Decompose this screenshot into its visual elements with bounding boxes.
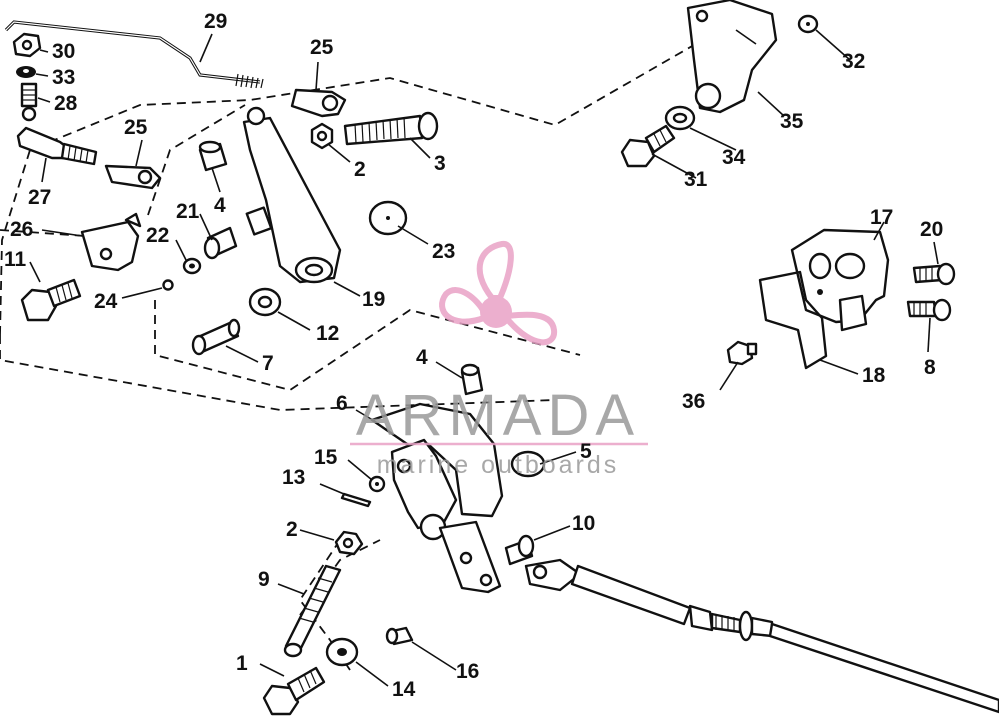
callout-18: 18: [862, 364, 886, 387]
washer-23: [368, 200, 408, 236]
guide-line-link: [147, 104, 246, 216]
ball-joint-link-upper: [290, 88, 347, 118]
callout-19: 19: [362, 288, 385, 311]
callout-30: 30: [52, 40, 75, 63]
callout-29: 29: [204, 10, 227, 33]
throttle-arm-19: [242, 106, 342, 284]
washer-34: [664, 105, 696, 131]
pin-10: [504, 534, 535, 566]
callout-3: 3: [434, 152, 446, 175]
callout-9: 9: [258, 568, 270, 591]
callout-4-lower: 4: [416, 346, 428, 369]
washer-33: [16, 66, 36, 78]
bolt-31: [620, 124, 676, 168]
callout-2-lower: 2: [286, 518, 298, 541]
callout-1: 1: [236, 652, 248, 675]
bolt-1: [262, 666, 326, 716]
washer-12: [248, 287, 282, 317]
propeller-logo-icon: [439, 241, 558, 346]
callout-32: 32: [842, 50, 865, 73]
bracket-35: [686, 0, 778, 114]
callout-25-upper: 25: [310, 36, 334, 59]
housing-17: [790, 228, 890, 332]
bracket-26: [80, 212, 142, 272]
bolt-11: [20, 278, 82, 322]
screw-20: [912, 262, 956, 286]
callout-11: 11: [4, 248, 27, 271]
callout-2-upper: 2: [354, 158, 366, 181]
callout-leader-lines: [29, 29, 939, 687]
mounting-plate-18: [758, 270, 828, 370]
callout-numbers: 29 25 30 33 28 25 27 26 11 4 21 22 24 2 …: [4, 10, 943, 701]
callout-15: 15: [314, 446, 338, 469]
watermark-logo: ARMADA marine outboards: [350, 241, 648, 479]
callout-16: 16: [456, 660, 479, 683]
shift-cable: [524, 558, 999, 714]
pin-7: [191, 318, 241, 356]
watermark-brand: ARMADA: [356, 383, 640, 448]
shift-link-arm: [438, 520, 502, 594]
guide-line-outer: [0, 335, 556, 411]
ball-joint-link-lower: [104, 164, 162, 190]
callout-34: 34: [722, 146, 746, 169]
ball-stud-28: [20, 82, 38, 122]
callout-4-upper: 4: [214, 194, 226, 217]
callout-21: 21: [176, 200, 200, 223]
callout-27: 27: [28, 186, 51, 209]
callout-22: 22: [146, 224, 169, 247]
callout-13: 13: [282, 466, 305, 489]
stud-9: [283, 564, 342, 658]
callout-24: 24: [94, 290, 118, 313]
callout-25-lower: 25: [124, 116, 148, 139]
washer-14: [325, 637, 359, 667]
washer-32: [797, 14, 819, 34]
hex-nut-30: [12, 32, 42, 58]
screw-8: [906, 298, 952, 322]
callout-23: 23: [432, 240, 455, 263]
cotter-pin-13: [340, 492, 372, 508]
spacer-upper: [198, 140, 228, 172]
washer-15: [368, 475, 386, 493]
callout-8: 8: [924, 356, 936, 379]
callout-7: 7: [262, 352, 274, 375]
washer-22: [182, 257, 202, 275]
callout-17: 17: [870, 206, 893, 229]
watermark-tagline: marine outboards: [377, 451, 620, 479]
callout-20: 20: [920, 218, 943, 241]
callout-35: 35: [780, 110, 804, 133]
callout-10: 10: [572, 512, 595, 535]
callout-6: 6: [336, 392, 348, 415]
callout-26: 26: [10, 218, 33, 241]
spacer-lower: [460, 363, 484, 396]
callout-5: 5: [580, 440, 592, 463]
fitting-36: [726, 340, 758, 366]
callout-12: 12: [316, 322, 339, 345]
callout-28: 28: [54, 92, 78, 115]
bushing-21: [203, 226, 238, 260]
callout-31: 31: [684, 168, 708, 191]
rod-end-27: [16, 126, 98, 166]
callout-36: 36: [682, 390, 705, 413]
clip-16: [385, 626, 414, 646]
retaining-ring-24: [162, 279, 174, 291]
callout-14: 14: [392, 678, 416, 701]
lever-plate-5: [510, 450, 546, 478]
shift-lever-6: [370, 402, 504, 541]
nut-lower: [334, 530, 364, 556]
nut-upper: [310, 122, 334, 150]
throttle-rod: [4, 20, 264, 89]
guide-line-top: [0, 29, 721, 336]
callout-33: 33: [52, 66, 75, 89]
guide-line-inner: [154, 300, 581, 391]
screw-long: [343, 111, 439, 146]
